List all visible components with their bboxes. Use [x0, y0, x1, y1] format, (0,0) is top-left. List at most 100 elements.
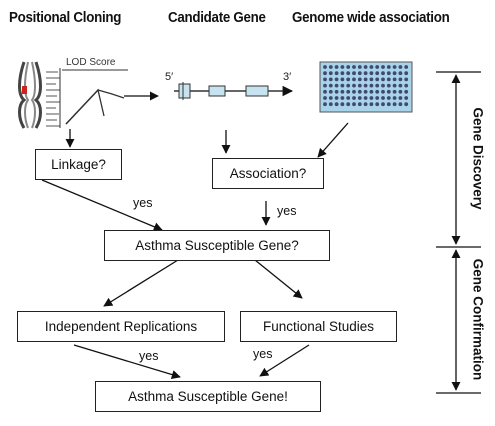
microarray-spot [369, 83, 374, 88]
microarray-spot [328, 65, 333, 69]
microarray-spot [357, 96, 362, 100]
microarray-spot [352, 77, 356, 82]
microarray-spot [398, 89, 403, 94]
microarray-spot [363, 77, 368, 82]
functional-studies-box: Functional Studies [240, 311, 397, 342]
microarray-spot [323, 83, 327, 88]
microarray-spot [346, 89, 351, 94]
microarray-spot [352, 83, 356, 88]
header-candidate-gene: Candidate Gene [168, 10, 266, 26]
microarray-spot [363, 89, 368, 94]
microarray-spot [369, 102, 374, 107]
microarray-spot [369, 77, 374, 82]
microarray-illustration [319, 61, 413, 113]
microarray-spot [369, 65, 374, 69]
asthma-susceptible-final-box: Asthma Susceptible Gene! [95, 381, 321, 412]
microarray-spot [392, 65, 397, 69]
microarray-spot [392, 77, 397, 82]
five-prime-label: 5′ [165, 71, 173, 83]
microarray-spot [346, 71, 351, 76]
microarray-spot [323, 71, 327, 76]
microarray-spot [346, 65, 351, 69]
arrow-replications-to-final [73, 344, 181, 379]
microarray-spot [375, 102, 380, 107]
microarray-spot [404, 77, 409, 82]
microarray-spot [404, 65, 409, 69]
microarray-spot [363, 96, 368, 100]
yes-label-functional: yes [253, 347, 273, 361]
microarray-spot [386, 83, 391, 88]
microarray-spot [392, 96, 397, 100]
microarray-spot [404, 83, 409, 88]
microarray-spot [340, 89, 345, 94]
microarray-spot [340, 96, 345, 100]
microarray-spot [323, 102, 327, 107]
microarray-spot [357, 77, 362, 82]
microarray-spot [334, 77, 339, 82]
microarray-spot [328, 71, 333, 76]
association-box: Association? [212, 158, 324, 189]
microarray-spot [392, 71, 397, 76]
microarray-spot [398, 102, 403, 107]
yes-label-linkage: yes [133, 196, 153, 210]
microarray-spot [375, 71, 380, 76]
microarray-spot [404, 102, 409, 107]
microarray-spot [398, 83, 403, 88]
microarray-spot [386, 89, 391, 94]
microarray-spot [352, 96, 356, 100]
microarray-spot [404, 96, 409, 100]
header-genome-wide-association: Genome wide association [292, 10, 450, 26]
microarray-spot [334, 71, 339, 76]
microarray-spot [363, 71, 368, 76]
microarray-spot [352, 65, 356, 69]
microarray-spot [352, 89, 356, 94]
microarray-spot [398, 96, 403, 100]
microarray-spot [381, 65, 385, 69]
microarray-spot [381, 83, 385, 88]
microarray-spot [398, 71, 403, 76]
microarray-spot [404, 71, 409, 76]
asthma-susceptible-question-box: Asthma Susceptible Gene? [104, 230, 330, 261]
microarray-spot [340, 83, 345, 88]
microarray-spot [369, 89, 374, 94]
microarray-spot [328, 96, 333, 100]
arrow-linkage-to-asthma-question [41, 179, 163, 232]
microarray-spot [392, 89, 397, 94]
microarray-spot [369, 96, 374, 100]
microarray-spot [334, 102, 339, 107]
microarray-spot [352, 102, 356, 107]
microarray-spot [357, 71, 362, 76]
microarray-spot [363, 102, 368, 107]
microarray-spot [357, 89, 362, 94]
lod-score-plot [62, 69, 128, 125]
microarray-spot [363, 65, 368, 69]
yes-label-replications: yes [139, 349, 159, 363]
microarray-spot [369, 71, 374, 76]
microarray-spot [323, 77, 327, 82]
phase-brackets [436, 71, 481, 394]
microarray-spot [375, 89, 380, 94]
microarray-spot [392, 102, 397, 107]
microarray-spot [381, 77, 385, 82]
microarray-spot [357, 65, 362, 69]
microarray-spot [323, 65, 327, 69]
arrow-functional-to-final [259, 344, 310, 377]
microarray-spot [340, 65, 345, 69]
microarray-spot [340, 77, 345, 82]
microarray-spot [346, 102, 351, 107]
linkage-box: Linkage? [35, 149, 122, 180]
three-prime-label: 3′ [283, 71, 291, 83]
microarray-spot [386, 71, 391, 76]
microarray-spot [386, 77, 391, 82]
microarray-spot [404, 89, 409, 94]
microarray-spot [375, 83, 380, 88]
microarray-spot [334, 89, 339, 94]
yes-label-association: yes [277, 204, 297, 218]
microarray-spot [357, 102, 362, 107]
gene-discovery-label: Gene Discovery [470, 107, 486, 210]
arrow-to-association-right [317, 122, 349, 158]
microarray-spot [346, 96, 351, 100]
gene-structure-illustration [174, 82, 294, 100]
microarray-spot [398, 65, 403, 69]
